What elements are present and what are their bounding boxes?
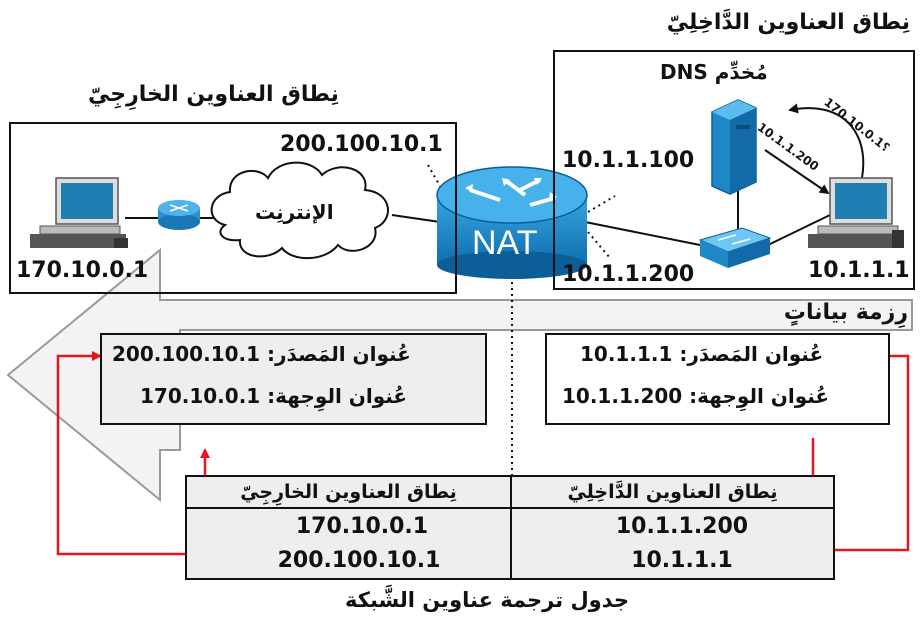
- nat-table-header-external: نِطاق العناوين الخارِجِيّ: [240, 481, 457, 503]
- link-nat-switch: [584, 221, 701, 246]
- internet-cloud: [210, 161, 389, 260]
- internet-label: الإنترنِت: [255, 200, 334, 224]
- switch-icon: [698, 227, 772, 268]
- packet-out-source: عُنوان المَصدَر: 200.100.10.1: [112, 342, 411, 366]
- dns-reply-arrow: [764, 149, 830, 195]
- link-cloud-nat: [391, 214, 441, 223]
- packet-out-destination: عُنوان الوِجهة: 170.10.0.1: [140, 384, 408, 408]
- nat-public-ip: 200.100.10.1: [280, 132, 443, 157]
- nat-router-icon: [436, 166, 588, 279]
- packet-out-box: [100, 333, 487, 425]
- packet-title: رِزمة بياناتٍ: [783, 300, 908, 325]
- dns-server-icon: [711, 99, 757, 195]
- packet-in-box: [545, 333, 890, 425]
- nat-table-row1-external: 170.10.0.1: [295, 513, 429, 539]
- arrow-src-to-row2: [772, 354, 910, 555]
- link-switch-host: [767, 214, 831, 246]
- nat-table-row2-internal: 10.1.1.1: [631, 547, 733, 573]
- packet-in-source: عُنوان المَصدَر: 10.1.1.1: [580, 342, 824, 366]
- router-icon: [158, 200, 200, 230]
- internal-zone-title: نِطاق العناوين الدَّاخِلِيّ: [666, 10, 910, 35]
- nat-table-row1-internal: 10.1.1.200: [615, 513, 749, 539]
- nat-internal-ip-1: 10.1.1.100: [562, 148, 695, 173]
- external-host-ip: 170.10.0.1: [16, 258, 149, 283]
- flow-arrow: [6, 247, 913, 503]
- nat-label: NAT: [472, 224, 538, 262]
- packet-in-destination: عُنوان الوِجهة: 10.1.1.200: [562, 384, 830, 408]
- external-zone-box: [9, 122, 457, 294]
- external-zone-title: نِطاق العناوين الخارِجِيّ: [88, 82, 339, 107]
- internal-zone-box: [553, 50, 915, 290]
- nat-table-row2-external: 200.100.10.1: [277, 547, 441, 573]
- nat-internal-ip-2: 10.1.1.200: [562, 262, 695, 287]
- internal-host-ip: 10.1.1.1: [808, 258, 910, 283]
- nat-table-header-internal: نِطاق العناوين الدَّاخِلِيّ: [567, 481, 778, 503]
- nat-table: نِطاق العناوين الدَّاخِلِيّ نِطاق العناو…: [185, 475, 835, 580]
- nat-table-caption: جدول ترجمة عناوين الشَّبكة: [345, 588, 629, 612]
- external-computer-icon: [30, 177, 128, 248]
- internal-computer-icon: [808, 177, 904, 248]
- dns-query-arrow: [788, 103, 865, 179]
- arrow-row2-to-src: [56, 351, 258, 556]
- dns-server-label: مُخدِّم DNS: [660, 60, 768, 84]
